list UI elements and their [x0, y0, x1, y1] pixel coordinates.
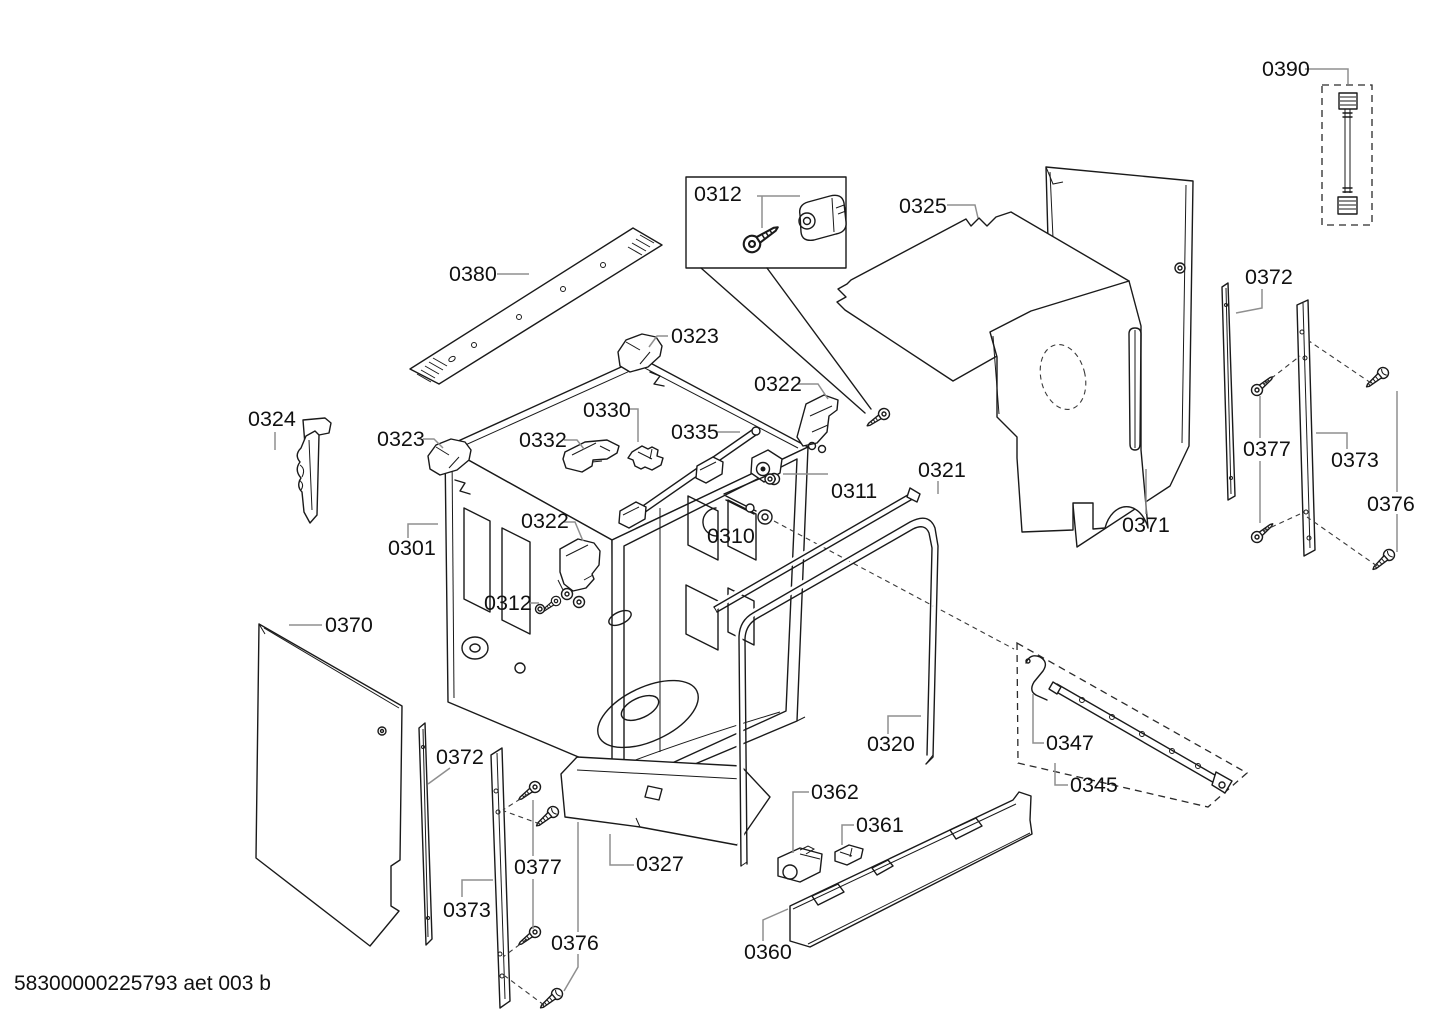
- part-label-0312-box: 0312: [694, 182, 742, 206]
- part-label-0324: 0324: [248, 407, 296, 431]
- document-code: 58300000225793 aet 003 b: [14, 972, 271, 995]
- part-label-0323-top: 0323: [671, 324, 719, 348]
- part-0377-left-screws: [502, 778, 544, 958]
- part-0322-mid-bracket: [557, 538, 601, 609]
- part-0325-folded-panel: [836, 211, 1149, 533]
- part-0324-stake: [296, 417, 332, 524]
- part-0372-left-strip: [418, 722, 433, 946]
- part-0347-hook: [1025, 655, 1048, 701]
- part-0377-right-screws: [1248, 355, 1301, 546]
- part-label-0370: 0370: [325, 613, 373, 637]
- part-label-0320: 0320: [867, 732, 915, 756]
- part-0312-detail-box: [685, 176, 872, 414]
- part-label-0345: 0345: [1070, 773, 1118, 797]
- part-label-0376-left: 0376: [551, 931, 599, 955]
- part-0361-clip: [834, 844, 864, 866]
- part-label-0335: 0335: [671, 420, 719, 444]
- part-0370-door-panel: [255, 623, 403, 947]
- part-label-0332: 0332: [519, 428, 567, 452]
- leader-lines: [274, 68, 1398, 992]
- part-0323-left-bracket: [427, 438, 472, 495]
- part-label-0362: 0362: [811, 780, 859, 804]
- part-label-0347: 0347: [1046, 731, 1094, 755]
- part-label-0321: 0321: [918, 458, 966, 482]
- part-label-0380: 0380: [449, 262, 497, 286]
- part-label-0323-left: 0323: [377, 427, 425, 451]
- part-0376-left-screws: [503, 803, 566, 1013]
- part-label-0301: 0301: [388, 536, 436, 560]
- part-label-0325: 0325: [899, 194, 947, 218]
- part-label-0390: 0390: [1262, 57, 1310, 81]
- part-label-0330: 0330: [583, 398, 631, 422]
- part-label-0377-right: 0377: [1243, 437, 1291, 461]
- part-0312-mid-screw: [534, 593, 564, 616]
- part-label-0372-right: 0372: [1245, 265, 1293, 289]
- part-label-0372-left: 0372: [436, 745, 484, 769]
- part-0380-top-strip: [409, 227, 663, 385]
- part-0321-rail: [710, 487, 921, 613]
- part-0373-left-strip: [490, 747, 511, 1009]
- part-label-0311: 0311: [831, 479, 877, 503]
- part-0330-latch: [627, 445, 664, 471]
- part-0373-right-strip: [1296, 299, 1316, 557]
- part-0362-latch: [777, 845, 823, 883]
- part-label-0322-top: 0322: [754, 372, 802, 396]
- part-label-0310: 0310: [707, 524, 755, 548]
- part-0376-right-screws: [1306, 340, 1398, 575]
- part-labels: 0390 0312 0325 0380 0323 0322 0330 0332 …: [248, 57, 1415, 964]
- part-label-0376-right: 0376: [1367, 492, 1415, 516]
- part-label-0373-left: 0373: [443, 898, 491, 922]
- part-0372-right-strip: [1221, 282, 1236, 501]
- part-label-0327: 0327: [636, 852, 684, 876]
- part-0345-rail-assembly: [1016, 641, 1249, 808]
- part-0310-hinge: [702, 473, 1015, 650]
- part-0332-bracket: [562, 439, 620, 473]
- part-label-0371: 0371: [1122, 513, 1170, 537]
- part-0301-tub: [444, 357, 809, 802]
- part-0335-roller-rail: [618, 426, 761, 529]
- part-label-0373-right: 0373: [1331, 448, 1379, 472]
- part-0327-base-front: [560, 756, 771, 846]
- part-0390-hose: [1321, 84, 1373, 226]
- part-label-0377-left: 0377: [514, 855, 562, 879]
- part-0320-door-seal: [735, 514, 942, 870]
- part-label-0361: 0361: [856, 813, 904, 837]
- part-label-0322-mid: 0322: [521, 509, 569, 533]
- part-label-0360: 0360: [744, 940, 792, 964]
- part-0360-base-rail: [789, 791, 1033, 948]
- part-label-0312-mid: 0312: [484, 591, 532, 615]
- part-0322-top-bracket: [796, 394, 893, 454]
